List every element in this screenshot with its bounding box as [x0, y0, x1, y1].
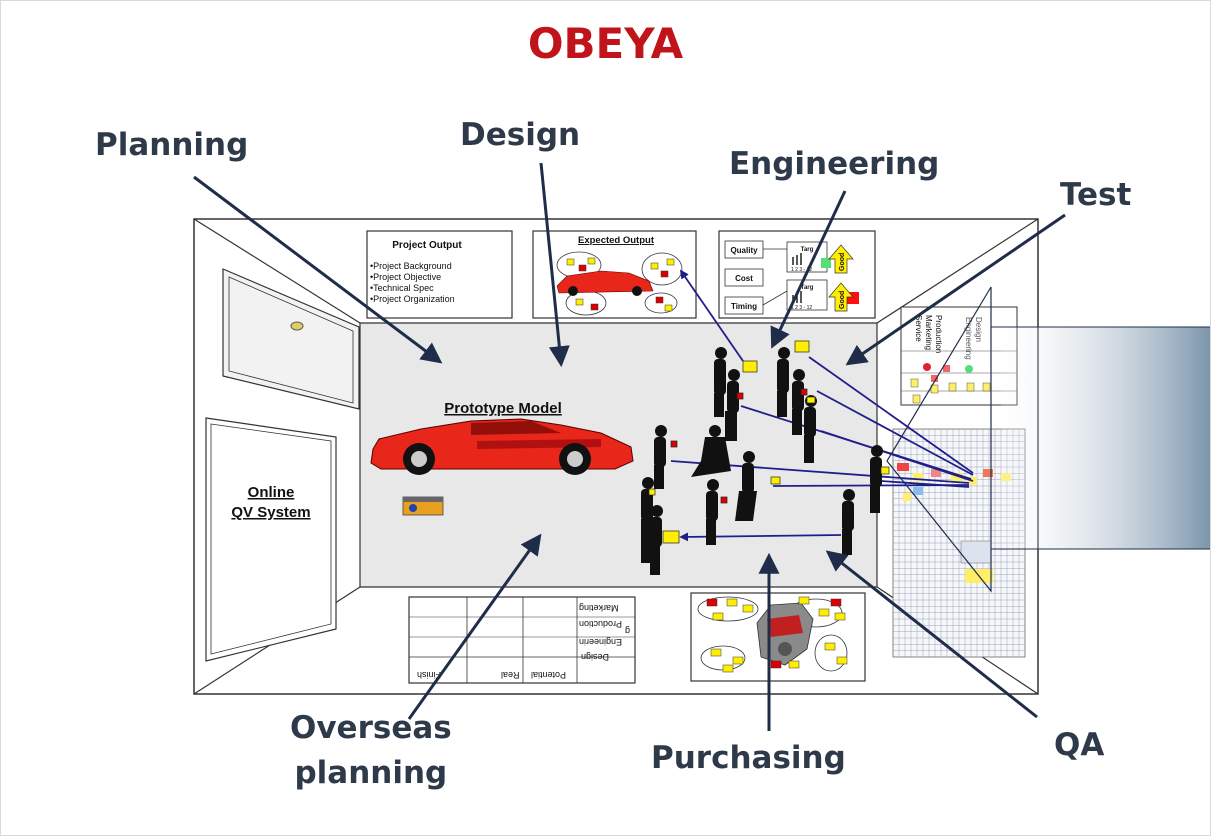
label-purchasing: Purchasing: [651, 740, 846, 776]
project-output-item: •Project Background: [370, 261, 452, 271]
person-icon: [706, 479, 719, 545]
online-qv-line1: Online: [248, 484, 295, 501]
good-badge: Good: [839, 253, 846, 271]
table-row-label: g: [625, 626, 630, 636]
pointer-arrows: [193, 162, 1066, 731]
expected-output-heading: Expected Output: [578, 235, 655, 246]
table-row-label: Production: [579, 619, 622, 629]
label-planning: Planning: [95, 127, 249, 163]
person-icon: [725, 369, 740, 441]
table-column-label: Potential: [531, 670, 566, 680]
arrow-planning: [193, 175, 443, 364]
metric-axis-text: 1 2 3 - 12: [791, 267, 812, 273]
right-wall-board: Design Engineering Production Marketing …: [900, 306, 1018, 406]
metric-quality: Quality: [730, 246, 758, 255]
person-icon: [735, 451, 757, 521]
label-qa: QA: [1054, 727, 1105, 763]
person-icon: [792, 369, 805, 435]
label-design: Design: [460, 117, 581, 153]
parts-board: [690, 592, 866, 682]
project-output-heading: Project Output: [392, 240, 462, 251]
board-column: Engineering: [964, 317, 973, 360]
label-test: Test: [1060, 177, 1132, 213]
label-overseas-line1: Overseas: [290, 710, 452, 746]
prototype-heading: Prototype Model: [444, 400, 562, 417]
label-engineering: Engineering: [729, 146, 940, 182]
metric-axis-text: 1 2 3 - 12: [791, 305, 812, 311]
engine-icon: [756, 602, 814, 666]
label-overseas-planning: Overseas planning: [290, 706, 452, 796]
board-column: Service: [914, 315, 923, 342]
expected-output-board: Expected Output: [532, 230, 697, 319]
project-output-item: •Project Objective: [370, 272, 441, 282]
metric-chart-label: Targ: [801, 247, 814, 253]
board-column: Marketing: [924, 315, 933, 350]
project-output-board: Project Output •Project Background •Proj…: [366, 230, 513, 319]
projector-icon: [402, 496, 444, 516]
person-icon: [870, 445, 883, 513]
person-icon: [650, 505, 663, 575]
projection-beam: [886, 286, 1210, 593]
arrow-engineering: [770, 190, 847, 349]
sight-lines: [670, 269, 974, 542]
table-row-label: Marketing: [579, 603, 619, 613]
sticky-notes: [648, 340, 890, 544]
metrics-board: Quality Cost Timing Targ Targ 1 2 3 - 12…: [718, 230, 876, 319]
car-icon: [370, 418, 634, 475]
arrow-test: [845, 213, 1066, 366]
diagram-title: OBEYA: [527, 19, 684, 68]
person-icon: [654, 425, 667, 489]
prototype-model: Prototype Model: [370, 400, 634, 516]
person-icon: [777, 347, 790, 417]
arrow-design: [539, 162, 570, 368]
person-icon: [691, 425, 731, 477]
label-overseas-line2: planning: [294, 754, 448, 791]
board-column: Production: [934, 315, 943, 353]
project-output-item: •Technical Spec: [370, 283, 434, 293]
project-output-item: •Project Organization: [370, 294, 455, 304]
door: [222, 268, 360, 410]
table-column-label: Finish: [417, 670, 441, 680]
good-badge: Good: [839, 291, 846, 309]
arrow-qa: [825, 550, 1038, 719]
online-qv-board: Online QV System: [205, 417, 337, 662]
metric-cost: Cost: [735, 274, 753, 283]
table-row-label: Design: [581, 652, 609, 662]
person-icon: [842, 489, 855, 555]
table-row-label: Engineerin: [579, 637, 622, 647]
table-column-label: Real: [501, 670, 520, 680]
person-icon: [714, 347, 727, 417]
metric-chart-label: Targ: [801, 285, 814, 291]
board-column: Design: [974, 317, 983, 342]
arrow-overseas: [407, 533, 542, 720]
metric-timing: Timing: [731, 302, 757, 311]
person-icon: [641, 477, 654, 563]
online-qv-line2: QV System: [231, 504, 310, 521]
